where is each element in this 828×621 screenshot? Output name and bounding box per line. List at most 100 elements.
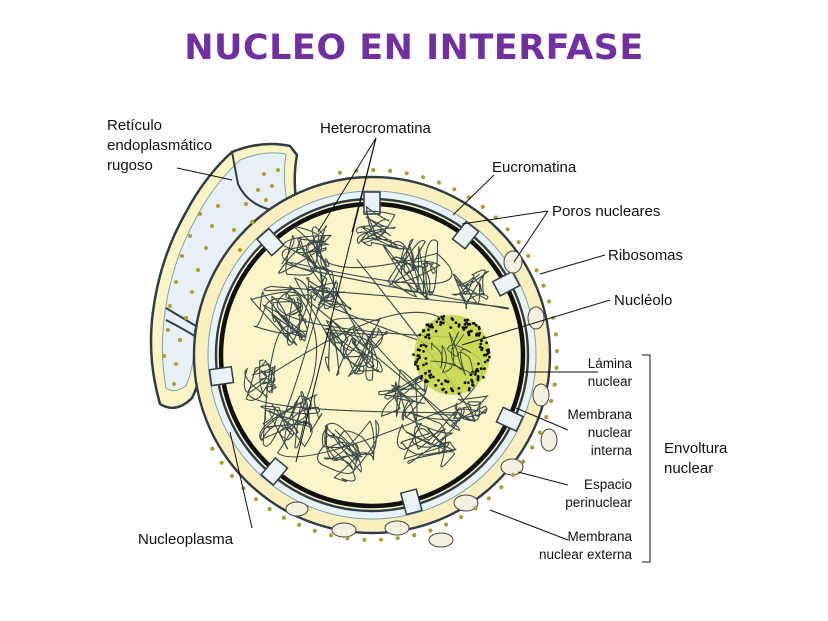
ribosome-dot: [516, 240, 521, 245]
nucleolus-granule: [437, 317, 441, 321]
nucleolus-granule: [424, 371, 427, 375]
nucleolus-granule: [432, 375, 435, 379]
nucleolus-granule: [475, 333, 478, 337]
ribosome-dot: [232, 228, 236, 232]
nucleolus-granule: [457, 392, 461, 395]
nucleolus-granule: [480, 339, 483, 343]
nucleolus-granule: [477, 325, 481, 329]
nucleolus-granule: [444, 379, 447, 383]
nucleolus-granule: [463, 323, 467, 326]
nucleolus-granule: [449, 326, 453, 329]
label-eucromatina: Eucromatina: [492, 159, 577, 176]
nucleolus-granule: [442, 314, 446, 318]
chromatin-fiber: [355, 205, 404, 250]
nucleolus-granule: [442, 387, 445, 391]
nucleolus-granule: [427, 336, 431, 340]
page-title: NUCLEO EN INTERFASE: [184, 28, 644, 68]
ribosome-dot: [180, 254, 184, 258]
ribosome-dot: [521, 459, 526, 464]
ribosome-dot: [553, 332, 558, 337]
ribosome-dot: [420, 175, 426, 180]
ribosome-dot: [256, 188, 260, 192]
nucleolus-granule: [439, 323, 442, 326]
ribosome-dot: [473, 506, 478, 511]
ribosome-dot: [444, 522, 449, 527]
ribosome-dot: [541, 283, 546, 288]
nucleolus-granule: [434, 384, 437, 387]
nucleolus-granule: [446, 380, 450, 384]
ribosome-dot: [168, 304, 172, 308]
ribosome-dot: [552, 382, 557, 387]
ribosome-dot: [267, 507, 272, 512]
nucleolus-granule: [419, 377, 423, 380]
ribosome-dot: [428, 528, 433, 533]
ribosome-dot: [412, 533, 417, 538]
nucleolus-granule: [429, 376, 432, 379]
nucleolus-fibrils: [430, 331, 474, 376]
ribosome-dot: [505, 227, 510, 232]
ribosome-dot: [554, 349, 560, 354]
chromatin-fiber: [306, 266, 352, 312]
ribosome-dot: [238, 248, 242, 252]
ribosome-dot: [281, 515, 287, 520]
ribosome-dot: [219, 460, 224, 465]
ribosome-dot: [184, 316, 188, 320]
ribosome-dot: [312, 528, 317, 534]
ribosome-dot: [216, 204, 220, 208]
ribosome-dot: [196, 268, 200, 272]
chromatin-fiber: [450, 269, 490, 310]
labels: Retículo endoplasmático rugoso Heterocro…: [107, 117, 728, 562]
label-ribosomas: Ribosomas: [608, 247, 683, 264]
chromatin-fiber: [250, 291, 313, 346]
nucleolus-granule: [426, 333, 429, 337]
nucleolus-granule: [440, 382, 444, 386]
nucleolus-granule: [422, 350, 425, 353]
label-heterocromatina: Heterocromatina: [320, 120, 432, 137]
nucleolus-granule: [418, 333, 422, 337]
nucleolus-granule: [416, 367, 420, 371]
nucleolus-granule: [467, 381, 470, 384]
ribosome-dot: [250, 220, 254, 224]
ribosome-dot: [530, 445, 535, 450]
nucleolus-granule: [416, 364, 420, 368]
chromatin-fiber: [450, 395, 489, 428]
nucleolus-granule: [437, 379, 440, 382]
nucleolus-granule: [422, 363, 425, 367]
ribosome-dot: [480, 204, 485, 209]
ribosome-dot: [264, 198, 268, 202]
leader-lines: [176, 137, 651, 563]
nucleolus-granule: [422, 329, 425, 332]
ribosome-dot: [486, 496, 491, 501]
nucleolus-granule: [435, 320, 439, 324]
nucleolus-granule: [486, 350, 490, 353]
ribosome-dot: [276, 168, 280, 172]
ribosome-dot: [174, 362, 178, 366]
ribosome-dot: [537, 430, 543, 435]
ribosomes: [162, 167, 560, 542]
ribosome-dot: [172, 382, 176, 386]
nucleolus-granule: [488, 355, 491, 359]
ribosome-dot: [459, 515, 464, 520]
ribosome-dot: [404, 171, 409, 176]
nucleolus-granule: [474, 323, 478, 327]
nucleolus-granule: [483, 367, 486, 371]
nucleolus-granule: [422, 343, 425, 347]
ribosome-dot: [244, 202, 248, 206]
label-membrana-interna-1: Membrana: [567, 407, 632, 422]
nucleolus-granule: [416, 348, 420, 352]
nucleolus-granule: [478, 345, 482, 349]
ribosome-dot: [436, 180, 441, 185]
nucleolus-granule: [476, 378, 480, 382]
nucleolus-granule: [416, 354, 420, 358]
label-membrana-interna-3: interna: [591, 443, 633, 458]
ribosome-dot: [328, 533, 334, 538]
label-membrana-externa-1: Membrana: [567, 529, 632, 544]
ribosome-dot: [544, 415, 549, 420]
perinuclear-granules: [285, 250, 558, 548]
nucleolus-granule: [430, 323, 433, 327]
ribosome-dot: [362, 537, 367, 542]
nucleolus-granule: [449, 387, 453, 390]
nucleolus-granule: [463, 318, 467, 322]
label-lamina-1: Lámina: [588, 356, 633, 371]
